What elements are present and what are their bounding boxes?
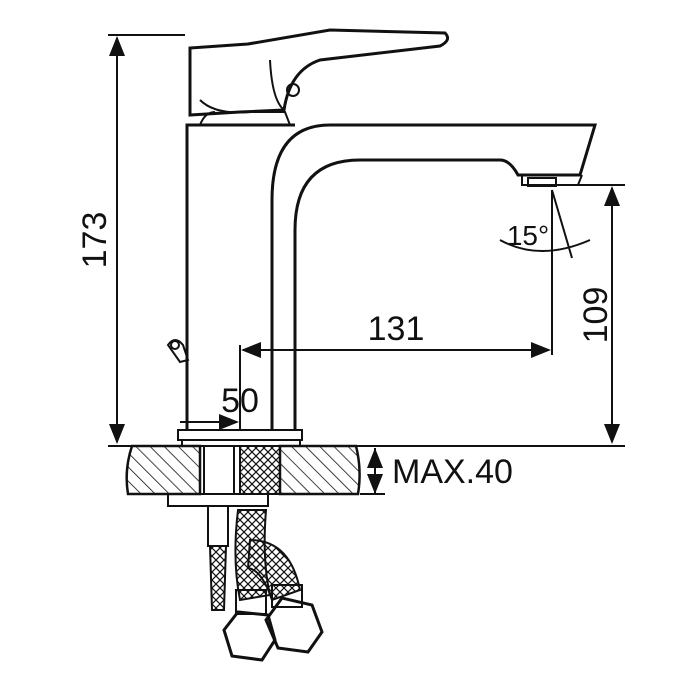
dim-base-offset: 50: [221, 382, 259, 420]
dim-spout-reach: 131: [368, 310, 425, 348]
mounting-hardware: [167, 493, 324, 662]
dim-max-thickness: MAX.40: [392, 453, 513, 491]
dim-overall-height: 173: [76, 212, 114, 269]
dim-spout-height: 109: [577, 287, 615, 344]
dimension-lines: [108, 34, 625, 495]
countertop: [125, 444, 361, 496]
dim-spout-angle: 15°: [507, 220, 549, 251]
